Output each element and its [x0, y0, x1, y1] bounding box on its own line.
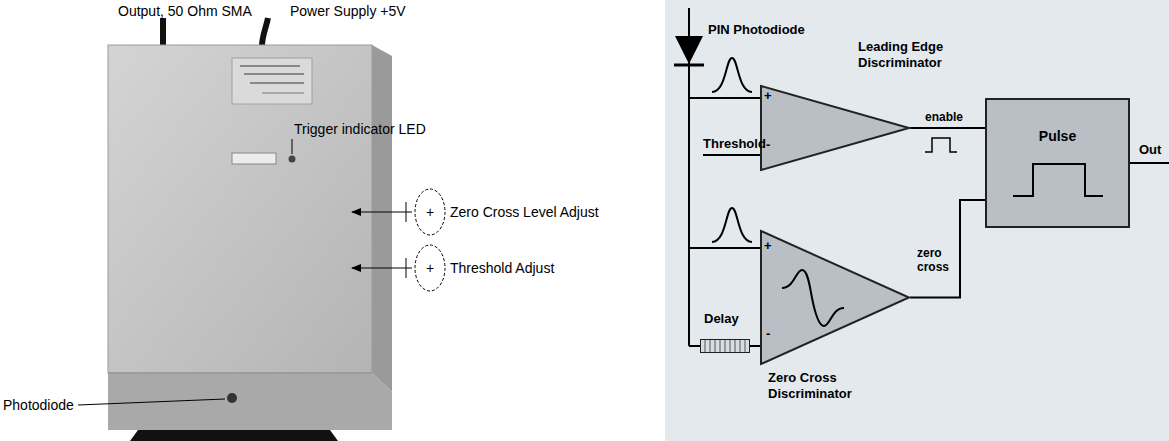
signal-wire: [750, 345, 760, 347]
node-title: Leading Edge Discriminator: [858, 39, 952, 71]
leader-line: [292, 139, 293, 154]
node-outline: [760, 85, 910, 171]
comparator-triangle: Zero Cross Discriminator: [760, 230, 910, 365]
enable-pulse: [925, 138, 957, 152]
callout-label: Zero Cross Level Adjust: [450, 204, 599, 220]
triangle-outline: [761, 86, 909, 170]
callout-label: Trigger indicator LED: [294, 121, 426, 137]
node-title: Zero Cross Discriminator: [768, 370, 868, 402]
edge-label: zero cross: [916, 246, 956, 274]
pulse-waveform: [712, 58, 752, 92]
leader-arrow: [352, 212, 412, 213]
edge-label: enable: [924, 110, 964, 124]
delay-stripe: [715, 340, 716, 352]
delay-stripe: [730, 340, 731, 352]
triangle-outline: [761, 231, 909, 364]
input-sign: +: [764, 238, 772, 253]
callout-label: Photodiode: [3, 397, 74, 413]
delay-stripe: [735, 340, 736, 352]
node-title: Pulse: [985, 98, 1130, 145]
delay-line: Delay: [700, 339, 750, 353]
delay-outline: [701, 340, 750, 353]
input-sign: -: [766, 137, 770, 152]
signal-wire: [910, 200, 985, 298]
box-outline: [986, 99, 1129, 227]
knob-sign: +: [426, 204, 434, 220]
knob-outline: [415, 245, 445, 291]
delay-stripe: [720, 340, 721, 352]
signal-name: Out: [1139, 142, 1161, 157]
delay-stripe: [705, 340, 706, 352]
pulse-shape: [1013, 164, 1103, 196]
callout-label: Threshold Adjust: [450, 260, 554, 276]
component-name: PIN Photodiode: [708, 22, 805, 37]
callout-label: Power Supply +5V: [290, 3, 406, 19]
input-sign: +: [764, 88, 772, 103]
delay-stripe: [745, 340, 746, 352]
delay-stripe: [740, 340, 741, 352]
panel-ground: [665, 0, 1169, 441]
node-outline: [760, 230, 910, 365]
tick: [406, 202, 407, 222]
leader-line: [78, 399, 225, 405]
signal-wire: [910, 127, 985, 129]
comparator-triangle: Leading Edge Discriminator: [760, 85, 910, 171]
zero-cross-waveform: [782, 270, 844, 326]
knob-sign: +: [426, 260, 434, 276]
callout-label: Output, 50 Ohm SMA: [118, 3, 252, 19]
node-title: Delay: [704, 311, 764, 327]
tick: [406, 258, 407, 278]
photodiode-symbol: [674, 36, 704, 65]
leader-arrow: [352, 268, 412, 269]
node-outline: [985, 98, 1130, 228]
node-outline: [700, 339, 750, 353]
delay-stripe: [710, 340, 711, 352]
delay-stripe: [725, 340, 726, 352]
pulse-waveform: [712, 208, 752, 242]
input-sign: -: [766, 326, 770, 341]
knob-outline: [415, 189, 445, 235]
signal-name: Threshold: [703, 136, 766, 151]
device-photo: [108, 18, 392, 441]
pulse-box: Pulse: [985, 98, 1130, 228]
